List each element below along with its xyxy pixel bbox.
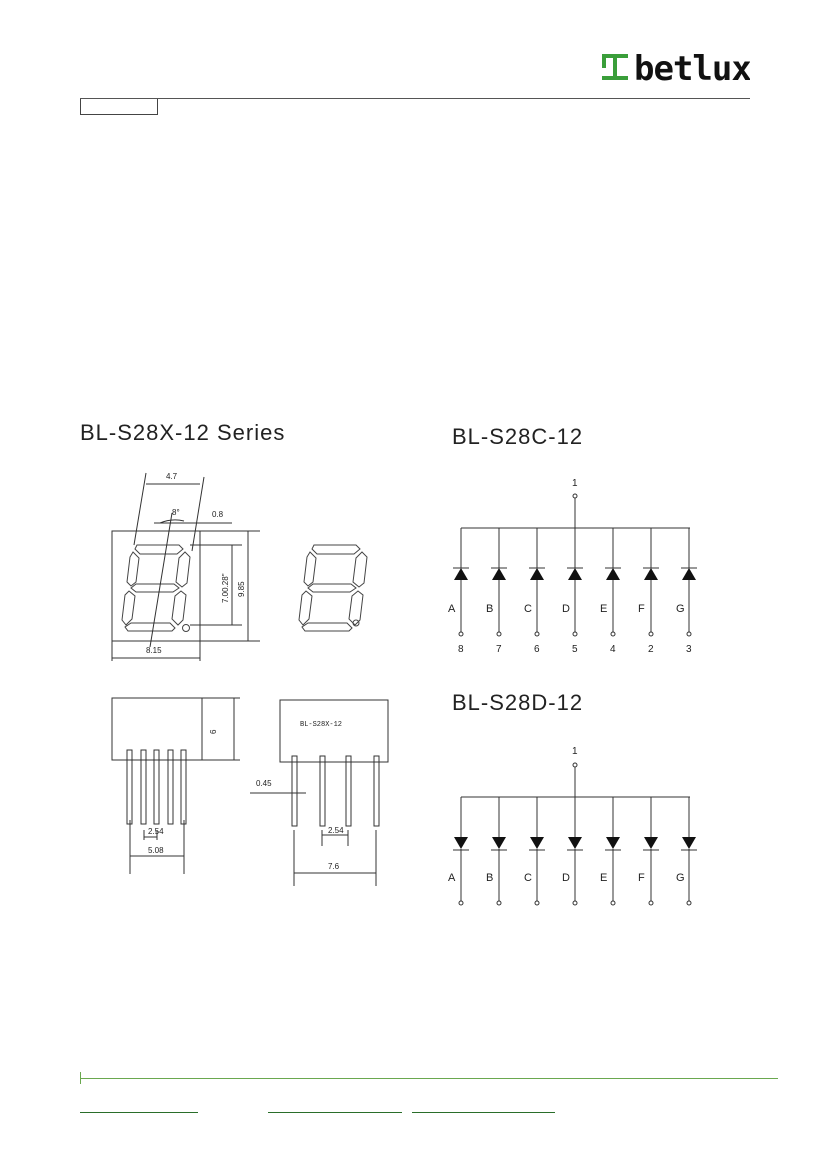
- dim-width-label: 4.7: [166, 472, 178, 481]
- pin-number: 2: [648, 644, 654, 655]
- diode-A: A: [448, 797, 469, 906]
- diode-C: C6: [524, 528, 545, 655]
- segment-label: G: [676, 603, 685, 615]
- diode-C: C: [524, 797, 545, 906]
- segment-label: E: [600, 872, 607, 884]
- common-cathode-title: BL-S28C-12: [452, 424, 584, 449]
- pin-number: 4: [610, 644, 616, 655]
- diode-G: G: [676, 797, 697, 906]
- part-label: BL-S28X-12: [300, 721, 342, 729]
- dim-angle-label: 8°: [172, 508, 180, 517]
- diode-B: B: [486, 797, 507, 906]
- segment-label: D: [562, 872, 570, 884]
- segment-label: C: [524, 872, 532, 884]
- dim-seg-label: 0.8: [212, 510, 224, 519]
- diode-array: A B C D E F G: [448, 797, 697, 906]
- segment-label: B: [486, 872, 493, 884]
- side-views-drawing: 6 2.54 5.08 BL-S28X-12 0.45 2.54 7.6: [111, 697, 389, 886]
- footer-link-underline[interactable]: [412, 1112, 555, 1113]
- dim-height-label: 6: [209, 729, 218, 734]
- header-tab-box: [80, 99, 158, 115]
- segment-label: D: [562, 603, 570, 615]
- dim-pin-label: 0.45: [256, 779, 272, 788]
- betlux-logo: betlux: [602, 50, 750, 84]
- seven-segment-digit-alt: [298, 544, 368, 632]
- diode-F: F2: [638, 528, 659, 655]
- common-pin-label: 1: [572, 746, 578, 757]
- seven-segment-digit: [121, 544, 191, 632]
- dim-span-a-label: 5.08: [148, 846, 164, 855]
- common-anode-circuit: 1 A B C D E F G: [448, 746, 697, 906]
- dim-pitch-a-label: 2.54: [148, 827, 164, 836]
- pin-number: 7: [496, 644, 502, 655]
- dim-total-width-label: 8.15: [146, 646, 162, 655]
- pin-number: 6: [534, 644, 540, 655]
- dim-total-height-label: 9.85: [237, 581, 246, 597]
- diode-B: B7: [486, 528, 507, 655]
- diode-G: G3: [676, 528, 697, 655]
- segment-label: B: [486, 603, 493, 615]
- footer-rule: [80, 1078, 778, 1079]
- dim-digit-height-label: 7.00.28": [221, 573, 230, 603]
- series-title: BL-S28X-12 Series: [80, 420, 286, 445]
- segment-label: C: [524, 603, 532, 615]
- common-pin-label: 1: [572, 478, 578, 489]
- diode-A: A8: [448, 528, 469, 655]
- segment-label: A: [448, 603, 456, 615]
- diode-E: E4: [600, 528, 621, 655]
- segment-label: F: [638, 603, 645, 615]
- front-view-drawing: 4.7 8° 0.8 7.00.28" 9.85 8.15: [111, 472, 368, 661]
- segment-label: F: [638, 872, 645, 884]
- pin-number: 5: [572, 644, 578, 655]
- segment-label: A: [448, 872, 456, 884]
- header-rule: [80, 98, 750, 99]
- diode-F: F: [638, 797, 659, 906]
- diode-D: D5: [562, 528, 583, 655]
- segment-label: E: [600, 603, 607, 615]
- logo-mark: [602, 54, 628, 80]
- logo-wordmark: betlux: [634, 50, 750, 84]
- pin-number: 8: [458, 644, 464, 655]
- footer-link-underline[interactable]: [80, 1112, 198, 1113]
- diode-E: E: [600, 797, 621, 906]
- dim-pitch-b-label: 2.54: [328, 826, 344, 835]
- dim-span-b-label: 7.6: [328, 862, 340, 871]
- pin-number: 3: [686, 644, 692, 655]
- diode-D: D: [562, 797, 583, 906]
- common-anode-title: BL-S28D-12: [452, 690, 584, 715]
- segment-label: G: [676, 872, 685, 884]
- footer-link-underline[interactable]: [268, 1112, 402, 1113]
